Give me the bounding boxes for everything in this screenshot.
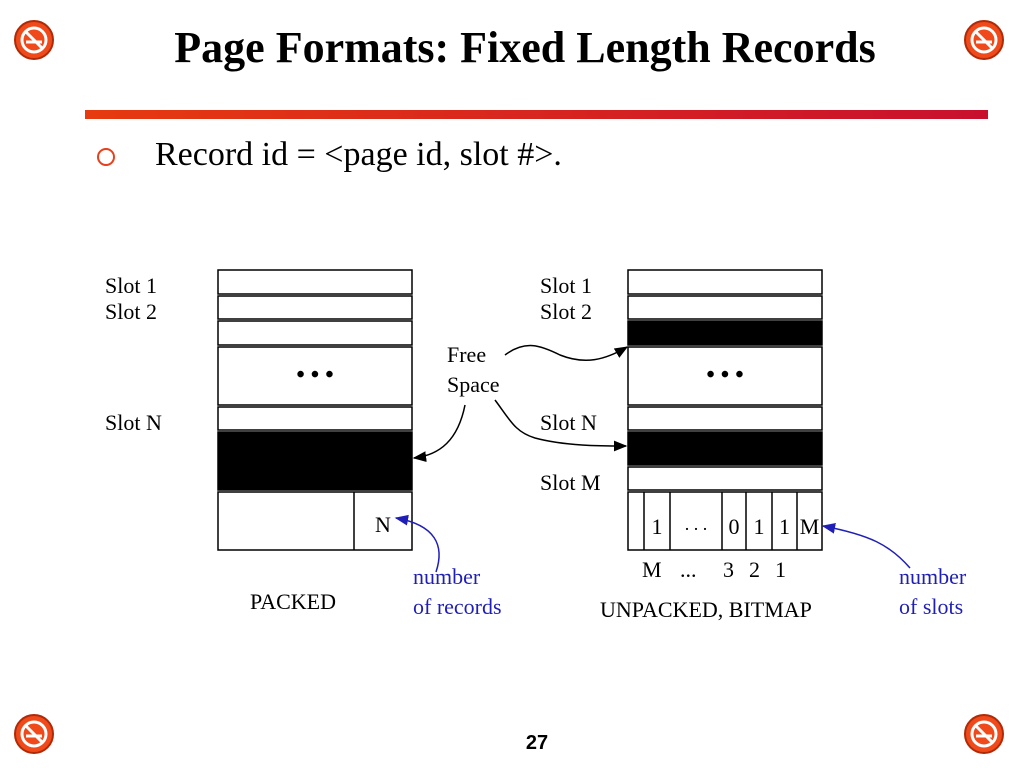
free-space-label-line2: Space [447,372,500,397]
bullet-text: Record id = <page id, slot #>. [155,136,562,173]
packed-free-space [217,431,413,491]
slots-annotation-line2: of slots [899,594,964,619]
page-number: 27 [525,732,549,754]
bitmap-index-label: 1 [775,557,786,582]
unpacked-slot-n-row [627,406,823,431]
slide-title: Page Formats: Fixed Length Records [174,23,876,72]
packed-slot-2-label: Slot 2 [105,299,157,324]
unpacked-page [627,269,823,551]
unpacked-slot-1-row [627,269,823,295]
bitmap-slot-count: M [799,514,820,539]
unpacked-dots-row [627,346,823,406]
bitmap-index-label: ... [680,557,697,582]
no-symbol-icon [14,20,54,60]
bitmap-index-label: 3 [723,557,734,582]
unpacked-slot-2-label: Slot 2 [540,299,592,324]
packed-record-count: N [375,512,391,537]
bullet-circle-icon [97,148,115,166]
unpacked-slot-1-label: Slot 1 [540,273,592,298]
packed-header-row [217,491,413,551]
packed-dots: • • • [296,362,334,388]
free-space-label-line1: Free [447,342,487,367]
slots-annotation-line1: number [899,564,967,589]
unpacked-slot-m-label: Slot M [540,470,601,495]
bitmap-cell: . . . [684,514,708,534]
records-count-arrow [394,514,440,573]
bitmap-cell: 1 [779,514,790,539]
unpacked-empty-slot [627,431,823,466]
unpacked-caption: UNPACKED, BITMAP [600,597,812,622]
no-symbol-icon [964,714,1004,754]
unpacked-slot-n-label: Slot N [540,410,597,435]
records-annotation-line2: of records [413,594,502,619]
slots-count-arrow [821,522,911,569]
bitmap-cell: 1 [651,514,663,539]
unpacked-dots: • • • [706,362,744,388]
unpacked-slot-2-row [627,295,823,320]
unpacked-empty-slot-3 [627,320,823,346]
packed-slot-n-row [217,406,413,431]
packed-slot-1-label: Slot 1 [105,273,157,298]
unpacked-slot-m-row [627,466,823,491]
free-space-arrow-slot3 [504,344,629,362]
no-symbol-icon [964,20,1004,60]
bitmap-cell: 0 [728,514,740,539]
unpacked-bitmap-row [627,491,823,551]
packed-slot-1-row [217,269,413,295]
bitmap-index-label: M [642,557,662,582]
no-symbol-icon [14,714,54,754]
records-annotation-line1: number [413,564,481,589]
bitmap-cell: 1 [753,514,765,539]
title-divider [85,110,988,119]
packed-caption: PACKED [250,589,336,614]
packed-page [217,269,413,551]
packed-dots-row [217,346,413,406]
packed-slot-n-label: Slot N [105,410,162,435]
free-space-arrow-packed [412,404,466,462]
packed-slot-3-row [217,320,413,346]
bitmap-index-label: 2 [749,557,760,582]
free-space-arrow-slot-empty [494,399,628,452]
packed-slot-2-row [217,295,413,320]
